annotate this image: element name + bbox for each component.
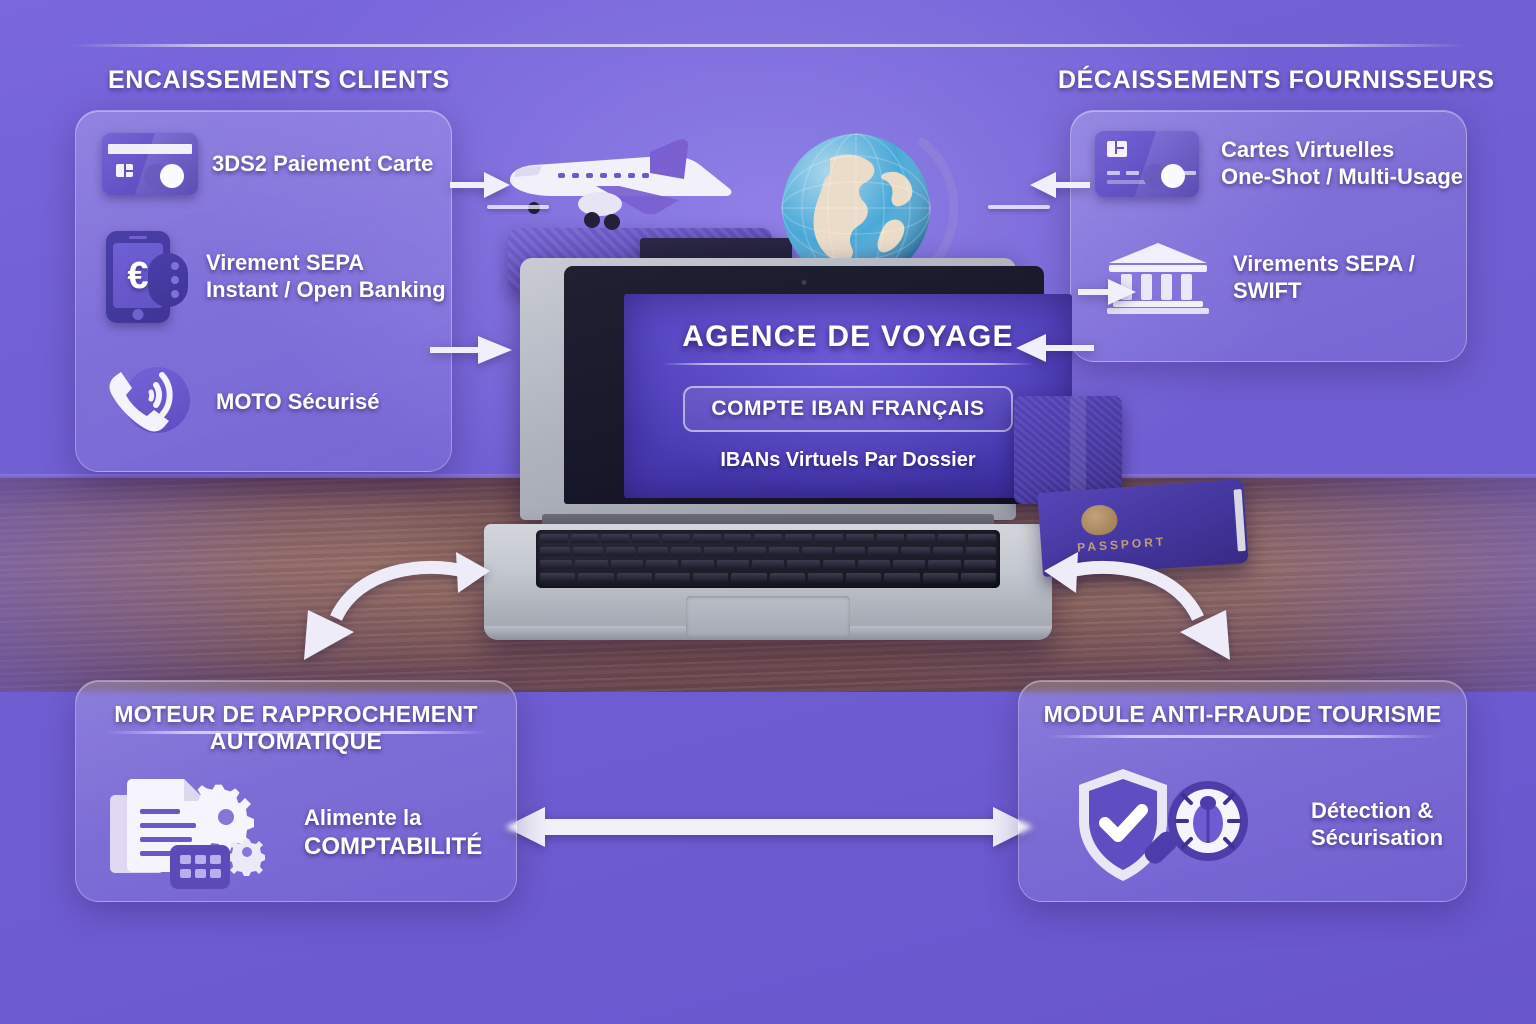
row-virements-sepa-swift: Virements SEPA / SWIFT [1103,241,1466,315]
antifraud-divider [1047,735,1438,738]
reconciliation-divider [104,731,488,734]
label-cartes-virtuelles-line1: Cartes Virtuelles [1221,137,1395,163]
row-antifraud-content: Détection & Sécurisation [1071,765,1443,885]
arrow-bank-to-center [1016,330,1094,366]
arrow-reconciliation-antifraud [505,805,1033,849]
arrow-sepa-to-center [430,332,512,368]
row-reconciliation-content: Alimente la COMPTABILITÉ [108,773,482,893]
laptop-trackpad[interactable] [686,596,850,636]
reconciliation-title: MOTEUR DE RAPPROCHEMENT AUTOMATIQUE [76,701,516,754]
shield-magnifier-bug-icon [1071,765,1281,885]
documents-gears-icon [108,773,276,893]
section-heading-decaissements: DÉCAISSEMENTS FOURNISSEURS [1058,66,1495,94]
arrow-center-to-reconciliation [296,548,496,668]
label-comptabilite: COMPTABILITÉ [304,832,483,860]
connector-dash-right [988,205,1050,209]
webcam-icon [801,280,807,285]
label-virements-sepa-swift: Virements SEPA / SWIFT [1233,251,1415,303]
panel-moteur-rapprochement: MOTEUR DE RAPPROCHEMENT AUTOMATIQUE [75,680,517,902]
wallet-icon [1014,396,1122,504]
label-alimente-la: Alimente la [304,804,422,830]
phone-secure-icon [102,363,194,441]
compte-iban-badge[interactable]: COMPTE IBAN FRANÇAIS [683,386,1013,432]
laptop-bezel: AGENCE DE VOYAGE COMPTE IBAN FRANÇAIS IB… [564,266,1072,504]
label-3ds2: 3DS2 Paiement Carte [212,150,434,176]
label-moto-securise: MOTO Sécurisé [216,388,380,414]
arrow-card-to-center [450,168,512,202]
reconciliation-title-line1: MOTEUR DE RAPPROCHEMENT [114,701,478,727]
virtual-card-icon [1095,131,1199,197]
arrow-center-to-antifraud [1038,548,1238,668]
row-virement-sepa: € Virement SEPA Instant / Open Banking [106,231,446,323]
screen-divider [662,363,1034,365]
label-detection: Détection & [1311,798,1434,824]
laptop-keyboard[interactable] [536,530,1000,588]
phone-euro-icon: € [106,231,188,323]
connector-dash-left [487,205,549,209]
top-divider-rule [70,44,1465,47]
laptop-base [484,524,1052,640]
screen-title: AGENCE DE VOYAGE [682,320,1014,353]
laptop: AGENCE DE VOYAGE COMPTE IBAN FRANÇAIS IB… [484,258,1072,640]
label-virement-sepa-line1: Virement SEPA [206,250,365,276]
laptop-screen: AGENCE DE VOYAGE COMPTE IBAN FRANÇAIS IB… [624,294,1072,498]
label-virement-sepa-line2: Instant / Open Banking [206,277,446,302]
screen-subtitle: IBANs Virtuels Par Dossier [720,449,976,471]
row-moto-securise: MOTO Sécurisé [102,363,379,441]
panel-encaissements-clients: 3DS2 Paiement Carte € Virement SEPA Inst… [75,110,452,472]
airplane-icon [500,136,740,240]
row-3ds2-paiement-carte: 3DS2 Paiement Carte [102,133,433,195]
laptop-lid: AGENCE DE VOYAGE COMPTE IBAN FRANÇAIS IB… [520,258,1072,520]
credit-card-icon [102,133,198,195]
section-heading-encaissements: ENCAISSEMENTS CLIENTS [108,66,450,94]
panel-decaissements-fournisseurs: Cartes Virtuelles One-Shot / Multi-Usage [1070,110,1467,362]
antifraud-title: MODULE ANTI-FRAUDE TOURISME [1043,701,1442,727]
arrow-center-to-virtual-cards [1028,168,1090,202]
label-securisation: Sécurisation [1311,825,1444,850]
label-cartes-virtuelles-line2: One-Shot / Multi-Usage [1221,164,1463,189]
panel-module-anti-fraude: MODULE ANTI-FRAUDE TOURISME [1018,680,1467,902]
row-cartes-virtuelles: Cartes Virtuelles One-Shot / Multi-Usage [1095,131,1463,197]
arrow-center-to-bank [1078,276,1136,308]
